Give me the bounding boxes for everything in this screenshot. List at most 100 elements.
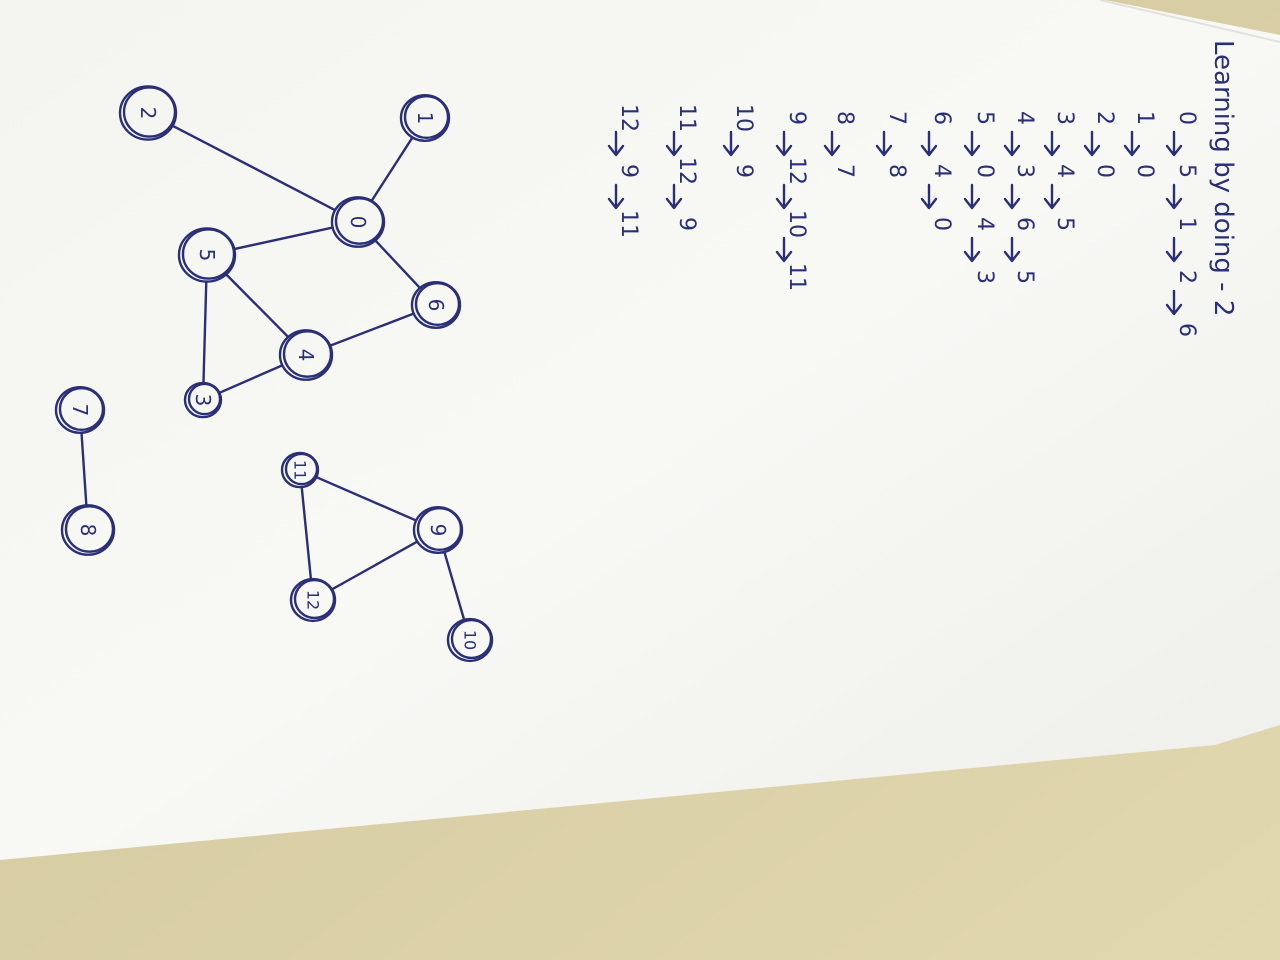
node-label: 6 [424, 299, 448, 312]
graph-node: 4 [278, 329, 334, 381]
node-label: 0 [346, 216, 370, 229]
graph-edge [202, 281, 208, 384]
adjacency-neighbor: 7 [832, 164, 857, 178]
paper-fold [1099, 0, 1280, 43]
node-circle-inner [450, 618, 493, 660]
graph-node: 9 [412, 506, 464, 555]
graph-node: 1 [399, 93, 451, 142]
adjacency-row: 11 12 9 [665, 104, 699, 231]
adjacency-neighbor: 12 [784, 157, 809, 185]
arrow-icon [1165, 130, 1183, 157]
node-label: 4 [294, 349, 318, 362]
arrow-icon [665, 183, 683, 210]
adjacency-row: 640 [920, 111, 954, 231]
graph-node: 10 [446, 617, 494, 663]
adjacency-neighbor: 8 [884, 164, 909, 178]
adjacency-neighbor: 3 [972, 270, 997, 284]
node-label: 9 [426, 524, 450, 537]
arrow-icon [775, 236, 793, 263]
graph-edge [300, 486, 313, 580]
adjacency-neighbor: 2 [1174, 270, 1199, 284]
graph-node: 5 [177, 227, 237, 283]
adjacency-neighbor: 0 [1132, 164, 1157, 178]
adjacency-list: 0512610203454365504364078879121011109111… [607, 104, 1199, 337]
adjacency-node: 7 [884, 111, 909, 125]
adjacency-neighbor: 5 [1012, 270, 1037, 284]
adjacency-neighbor: 9 [731, 164, 756, 178]
node-circle-inner [293, 578, 336, 620]
arrow-icon [607, 183, 625, 210]
adjacency-neighbor: 3 [1012, 164, 1037, 178]
graph-node: 2 [118, 85, 178, 141]
adjacency-neighbor: 4 [929, 164, 954, 178]
arrow-icon [1123, 130, 1141, 157]
adjacency-neighbor: 9 [616, 164, 641, 178]
adjacency-node: 9 [784, 111, 809, 125]
graph-edge [218, 364, 284, 394]
adjacency-neighbor: 9 [674, 217, 699, 231]
graph-edge [80, 432, 88, 506]
adjacency-neighbor: 5 [1174, 164, 1199, 178]
adjacency-node: 3 [1052, 111, 1077, 125]
arrow-icon [665, 130, 683, 157]
adjacency-neighbor: 12 [674, 157, 699, 185]
graph-node: 6 [410, 281, 462, 330]
graph-node: 11 [280, 451, 320, 489]
node-label: 10 [461, 630, 480, 650]
arrow-icon [963, 183, 981, 210]
graph-edge [329, 312, 415, 347]
node-circle-inner [64, 505, 115, 553]
adjacency-row: 20 [1083, 111, 1117, 178]
adjacency-node: 12 [616, 104, 641, 132]
graph-edge [171, 124, 337, 212]
graph-edge [225, 273, 289, 338]
arrow-icon [775, 183, 793, 210]
arrow-icon [607, 130, 625, 157]
adjacency-node: 5 [972, 111, 997, 125]
arrow-icon [920, 183, 938, 210]
node-circle-inner [334, 197, 385, 245]
node-label: 3 [191, 394, 215, 407]
node-label: 7 [68, 404, 92, 417]
adjacency-node: 10 [731, 104, 756, 132]
arrow-icon [1083, 130, 1101, 157]
graph-edge [370, 136, 414, 202]
adjacency-row: 87 [823, 111, 857, 178]
adjacency-node: 8 [832, 111, 857, 125]
arrow-icon [722, 130, 740, 157]
node-circle-inner [414, 282, 461, 327]
arrow-icon [920, 130, 938, 157]
adjacency-neighbor: 6 [1012, 217, 1037, 231]
adjacency-node: 2 [1092, 111, 1117, 125]
adjacency-neighbor: 5 [1052, 217, 1077, 231]
arrow-icon [875, 130, 893, 157]
arrow-icon [1165, 236, 1183, 263]
graph-node: 3 [183, 381, 223, 419]
node-label: 12 [304, 590, 323, 610]
page-title: Learning by doing - 2 [1208, 40, 1238, 316]
adjacency-neighbor: 1 [1174, 217, 1199, 231]
graph-edges [80, 124, 466, 621]
adjacency-node: 0 [1174, 111, 1199, 125]
node-circle-inner [58, 387, 105, 432]
node-circle-inner [284, 452, 319, 486]
adjacency-row: 78 [875, 111, 909, 178]
adjacency-node: 1 [1132, 111, 1157, 125]
arrow-icon [1003, 183, 1021, 210]
adjacency-node: 11 [674, 104, 699, 132]
graph-node: 7 [54, 386, 106, 435]
adjacency-neighbor: 4 [972, 217, 997, 231]
graph-edge [443, 551, 466, 621]
graph-edge [330, 540, 419, 591]
graph-node: 0 [330, 196, 386, 248]
arrow-icon [1003, 236, 1021, 263]
arrow-icon [775, 130, 793, 157]
adjacency-neighbor: 0 [929, 217, 954, 231]
paper-sheet [0, 0, 1280, 860]
arrow-icon [1165, 183, 1183, 210]
